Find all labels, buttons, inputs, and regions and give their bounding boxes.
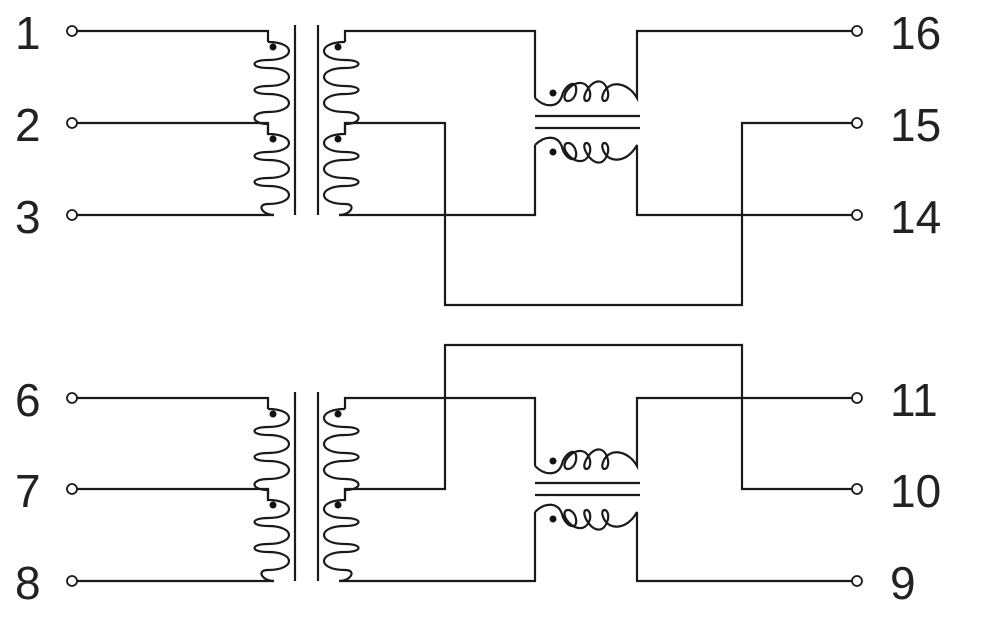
terminal-pin-1 (66, 25, 78, 37)
wire-secondary-bottom-to-choke (339, 512, 537, 583)
terminal-pin-11 (851, 392, 863, 404)
polarity-dot (549, 457, 557, 465)
pin-label-15: 15 (890, 99, 942, 151)
terminal-pin-7 (66, 483, 78, 495)
pin-label-1: 1 (15, 7, 41, 59)
wire-secondary-center-tap (343, 121, 852, 307)
choke-lower-winding (534, 136, 852, 217)
pin-label-3: 3 (15, 191, 41, 243)
choke-lower-winding (534, 503, 852, 583)
polarity-dot (549, 148, 557, 156)
pin-label-6: 6 (15, 374, 41, 426)
wire-pin-2 (77, 121, 270, 134)
terminal-pin-2 (66, 117, 78, 129)
wire-pin-1 (77, 29, 270, 42)
terminal-pin-3 (66, 209, 78, 221)
polarity-dot (334, 135, 342, 143)
terminal-pin-6 (66, 392, 78, 404)
pin-label-2: 2 (15, 99, 41, 151)
terminal-pin-10 (851, 483, 863, 495)
pin-label-10: 10 (890, 465, 942, 517)
polarity-dot (334, 43, 342, 51)
wire-secondary-top-to-choke (343, 396, 537, 466)
channel-bottom (66, 343, 863, 587)
transformer-secondary-coil (323, 40, 360, 217)
polarity-dot (269, 43, 277, 51)
transformer-secondary-coil (323, 407, 360, 583)
transformer-primary-coil (253, 407, 290, 583)
terminal-pin-16 (851, 25, 863, 37)
pin-label-14: 14 (890, 191, 942, 243)
pin-label-11: 11 (890, 374, 938, 426)
polarity-dot (269, 501, 277, 509)
wire-secondary-center-tap (343, 343, 852, 500)
transformer-primary-coil (253, 40, 290, 217)
wire-pin-6 (77, 396, 270, 409)
pin-label-8: 8 (15, 557, 41, 609)
polarity-dot (269, 135, 277, 143)
wire-secondary-top-to-choke (343, 29, 537, 98)
polarity-dot (334, 501, 342, 509)
terminal-pin-9 (851, 575, 863, 587)
pin-label-9: 9 (890, 557, 916, 609)
polarity-dot (549, 89, 557, 97)
polarity-dot (549, 515, 557, 523)
terminal-pin-15 (851, 117, 863, 129)
channel-top (66, 25, 863, 307)
terminal-pin-8 (66, 575, 78, 587)
pin-label-7: 7 (15, 465, 41, 517)
polarity-dot (269, 410, 277, 418)
wire-pin-7 (77, 487, 270, 500)
choke-upper-winding (534, 396, 852, 475)
polarity-dot (334, 410, 342, 418)
wire-secondary-bottom-to-choke (339, 145, 537, 217)
terminal-pin-14 (851, 209, 863, 221)
pin-label-16: 16 (890, 7, 942, 59)
choke-upper-winding (534, 29, 852, 107)
